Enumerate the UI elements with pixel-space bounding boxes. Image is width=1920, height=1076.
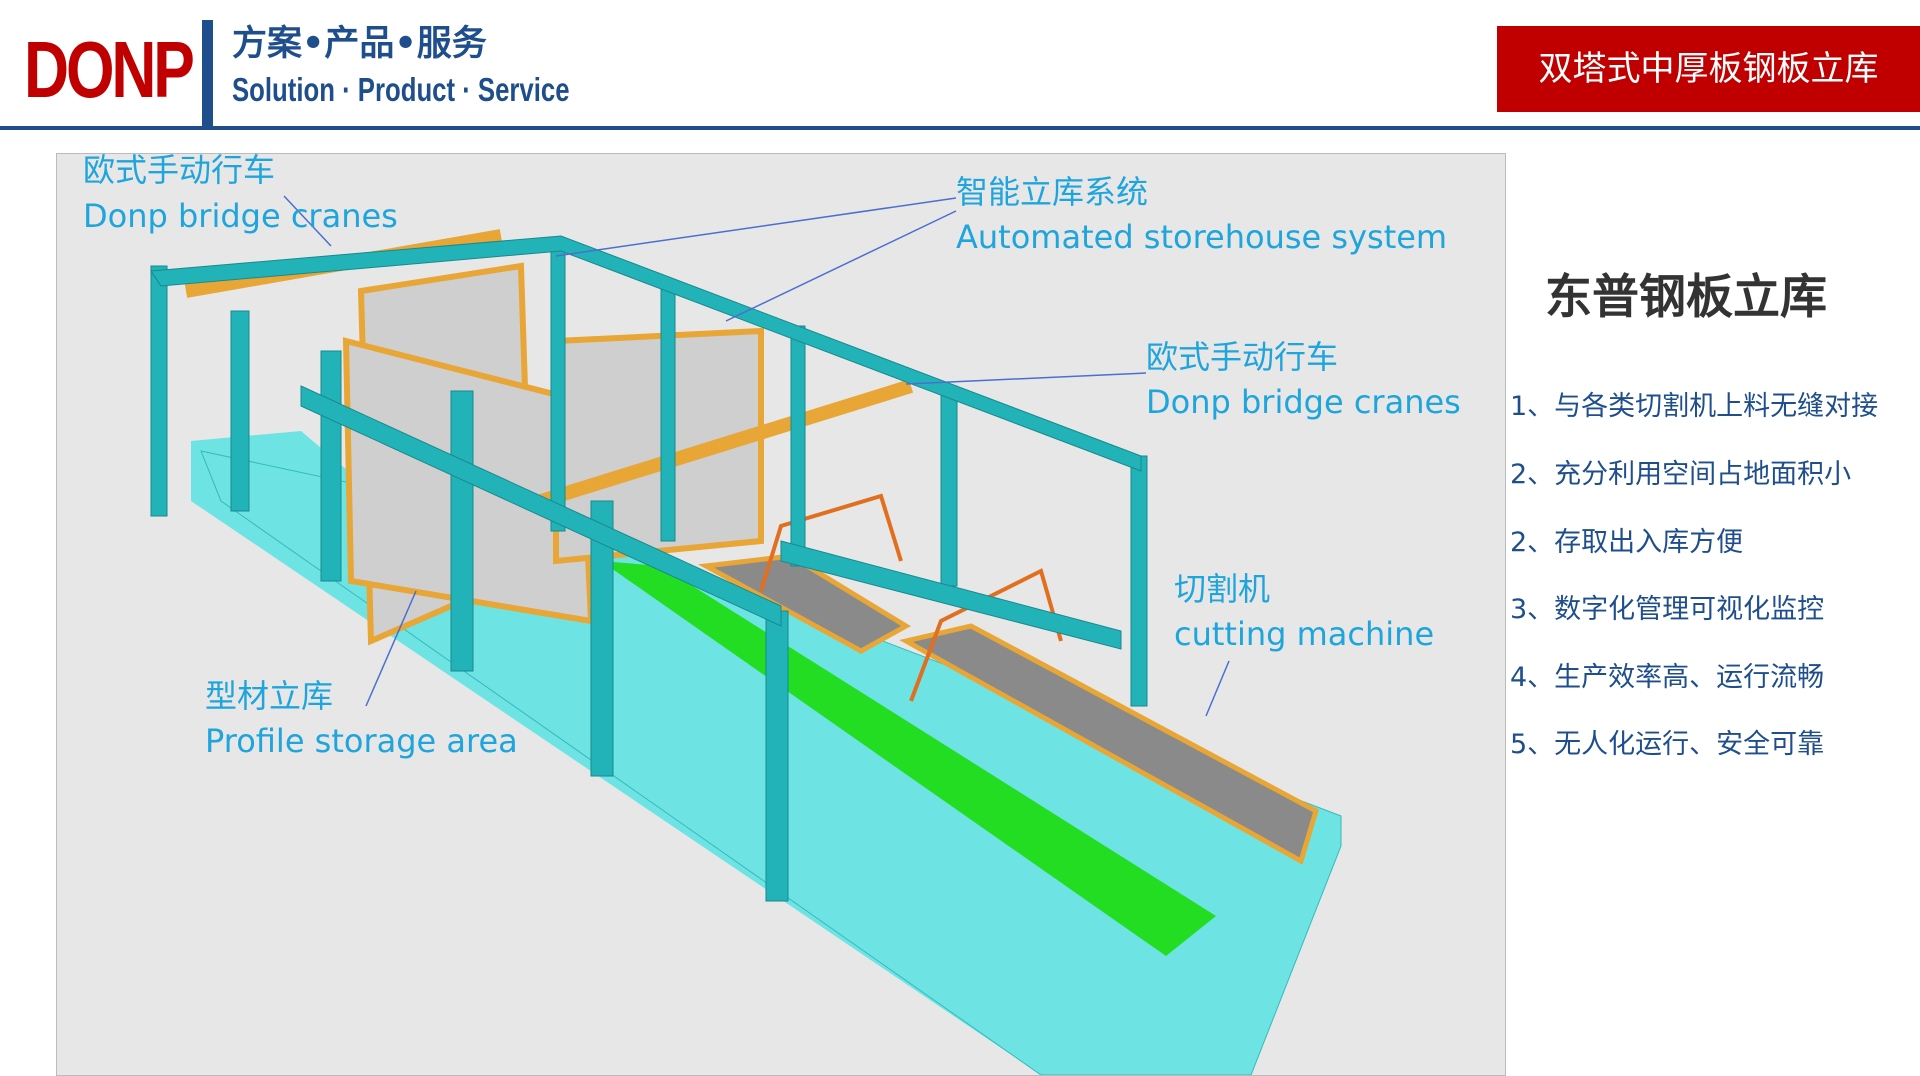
warehouse-drawing <box>150 195 1342 1075</box>
feature-item: 4、生产效率高、运行流畅 <box>1510 662 1825 693</box>
feature-item: 5、无人化运行、安全可靠 <box>1510 729 1825 760</box>
label-cutting-en: cutting machine <box>1174 615 1435 653</box>
label-bridge-crane-1-cn: 欧式手动行车 <box>83 151 276 189</box>
label-profile-en: Profile storage area <box>205 722 518 760</box>
warehouse-illustration <box>56 153 1506 1076</box>
callout-arrows <box>283 195 1230 717</box>
steel-columns <box>150 235 1148 902</box>
header-divider <box>202 20 213 128</box>
feature-item: 3、数字化管理可视化监控 <box>1510 594 1825 625</box>
donp-logo: DONP <box>24 25 195 114</box>
label-profile-cn: 型材立库 <box>205 677 334 715</box>
feature-item: 1、与各类切割机上料无缝对接 <box>1510 391 1879 422</box>
feature-item: 2、存取出入库方便 <box>1510 527 1744 558</box>
slogan-chinese: 方案•产品•服务 <box>232 24 487 64</box>
label-bridge-crane-2-cn: 欧式手动行车 <box>1146 338 1339 376</box>
gantry-cranes <box>759 493 1063 702</box>
header-rule <box>0 126 1920 130</box>
title-badge: 双塔式中厚板钢板立库 <box>1497 26 1920 112</box>
feature-item: 2、充分利用空间占地面积小 <box>1510 459 1852 490</box>
label-cutting-cn: 切割机 <box>1174 570 1271 608</box>
label-bridge-crane-2-en: Donp bridge cranes <box>1146 383 1461 421</box>
green-strip <box>601 561 1216 956</box>
side-title: 东普钢板立库 <box>1545 270 1827 325</box>
slogan-english: Solution · Product · Service <box>232 71 570 108</box>
label-storehouse-cn: 智能立库系统 <box>956 173 1149 211</box>
label-storehouse-en: Automated storehouse system <box>956 218 1448 256</box>
cutting-table <box>697 553 1319 865</box>
label-bridge-crane-1-en: Donp bridge cranes <box>83 197 398 235</box>
